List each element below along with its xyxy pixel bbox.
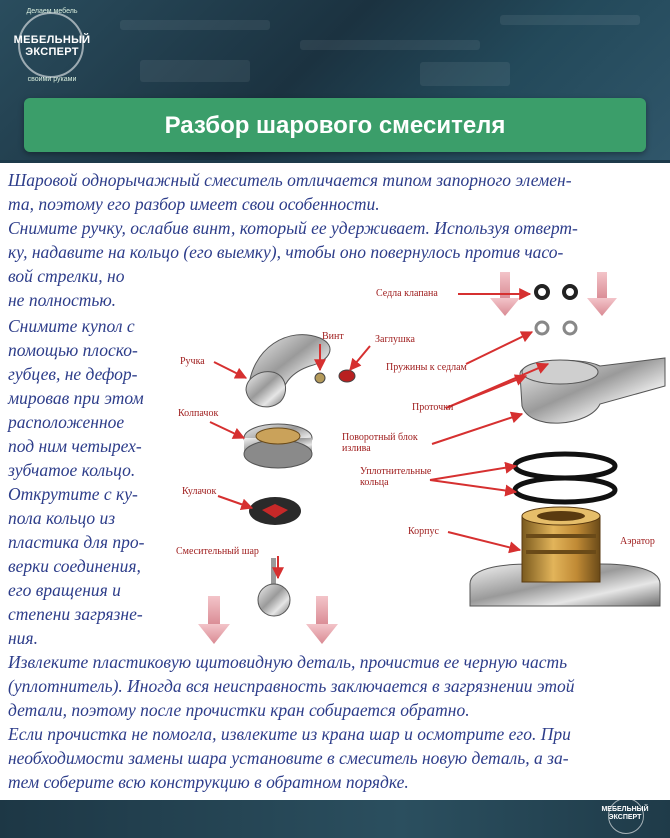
logo-line-1: МЕБЕЛЬНЫЙ xyxy=(13,34,91,46)
text-line: помощью плоско- xyxy=(8,340,138,360)
body-part xyxy=(469,506,661,607)
text-line: вой стрелки, но xyxy=(8,266,125,286)
logo-title: МЕБЕЛЬНЫЙ ЭКСПЕРТ xyxy=(8,34,96,58)
faucet-parts-illustration xyxy=(170,266,668,650)
text-line: под ним четырех- xyxy=(8,436,142,456)
label-screw: Винт xyxy=(322,331,344,342)
text-line: ку, надавите на кольцо (его выемку), что… xyxy=(8,242,564,262)
title-banner: Разбор шарового смесителя xyxy=(24,98,646,152)
text-line: губцев, не дефор- xyxy=(8,364,138,384)
label-o-rings-1: Уплотнительные xyxy=(360,466,432,477)
label-swivel-block-2: излива xyxy=(342,443,371,454)
label-swivel-block-1: Поворотный блок xyxy=(342,432,418,443)
text-line: его вращения и xyxy=(8,580,121,600)
text-line: ния. xyxy=(8,628,38,648)
label-grooves: Проточки xyxy=(412,402,454,413)
text-line: Шаровой однорычажный смеситель отличаетс… xyxy=(8,170,572,190)
down-arrow-left xyxy=(198,596,230,644)
handle-part xyxy=(245,334,331,408)
down-arrow-middle xyxy=(306,596,338,644)
label-plug: Заглушка xyxy=(375,334,415,345)
logo-bottom-text: своими руками xyxy=(27,76,77,83)
footer-background xyxy=(0,800,670,838)
text-line: (уплотнитель). Иногда вся неисправность … xyxy=(8,676,575,696)
cam-part xyxy=(249,497,301,525)
text-line: пола кольцо из xyxy=(8,508,116,528)
text-line: Открутите с ку- xyxy=(8,484,138,504)
text-line: необходимости замены шара установите в с… xyxy=(8,748,569,768)
text-line: расположенное xyxy=(8,412,125,432)
label-valve-seats: Седла клапана xyxy=(376,288,438,299)
text-line: не полностью. xyxy=(8,290,117,310)
text-line: верки соединения, xyxy=(8,556,141,576)
label-handle: Ручка xyxy=(180,356,205,367)
text-line: Снимите купол с xyxy=(8,316,135,336)
cap-part xyxy=(243,423,313,469)
footer-logo-line-2: ЭКСПЕРТ xyxy=(608,814,642,821)
footer-logo-line-1: МЕБЕЛЬНЫЙ xyxy=(601,806,649,813)
logo-top-text: Делаем мебель xyxy=(26,8,78,15)
text-line: степени загрязне- xyxy=(8,604,143,624)
label-aerator: Аэратор xyxy=(620,536,655,547)
text-line: пластика для про- xyxy=(8,532,145,552)
text-line: Снимите ручку, ослабив винт, который ее … xyxy=(8,218,578,238)
brand-logo: Делаем мебель МЕБЕЛЬНЫЙ ЭКСПЕРТ своими р… xyxy=(8,4,92,88)
spout-part xyxy=(519,357,666,424)
logo-line-2: ЭКСПЕРТ xyxy=(25,46,79,58)
text-line: зубчатое кольцо. xyxy=(8,460,136,480)
text-line: Если прочистка не помогла, извлеките из … xyxy=(8,724,571,744)
text-line: тем соберите всю конструкцию в обратном … xyxy=(8,772,409,792)
page-title: Разбор шарового смесителя xyxy=(164,112,506,139)
label-cam: Кулачок xyxy=(182,486,217,497)
label-ball: Смесительный шар xyxy=(176,546,259,557)
text-line: Извлеките пластиковую щитовидную деталь,… xyxy=(8,652,568,672)
label-springs: Пружины к седлам xyxy=(386,362,467,373)
footer-logo: МЕБЕЛЬНЫЙ ЭКСПЕРТ xyxy=(590,796,660,838)
text-line: та, поэтому его разбор имеет свои особен… xyxy=(8,194,380,214)
down-arrow-top-1 xyxy=(490,272,520,316)
label-body: Корпус xyxy=(408,526,439,537)
text-line: детали, поэтому после прочистки кран соб… xyxy=(8,700,470,720)
down-arrow-top-2 xyxy=(587,272,617,316)
text-line: мировав при этом xyxy=(8,388,144,408)
label-o-rings-2: кольца xyxy=(360,477,389,488)
faucet-diagram: Ручка Винт Заглушка Седла клапана Пружин… xyxy=(170,266,668,650)
label-cap: Колпачок xyxy=(178,408,219,419)
